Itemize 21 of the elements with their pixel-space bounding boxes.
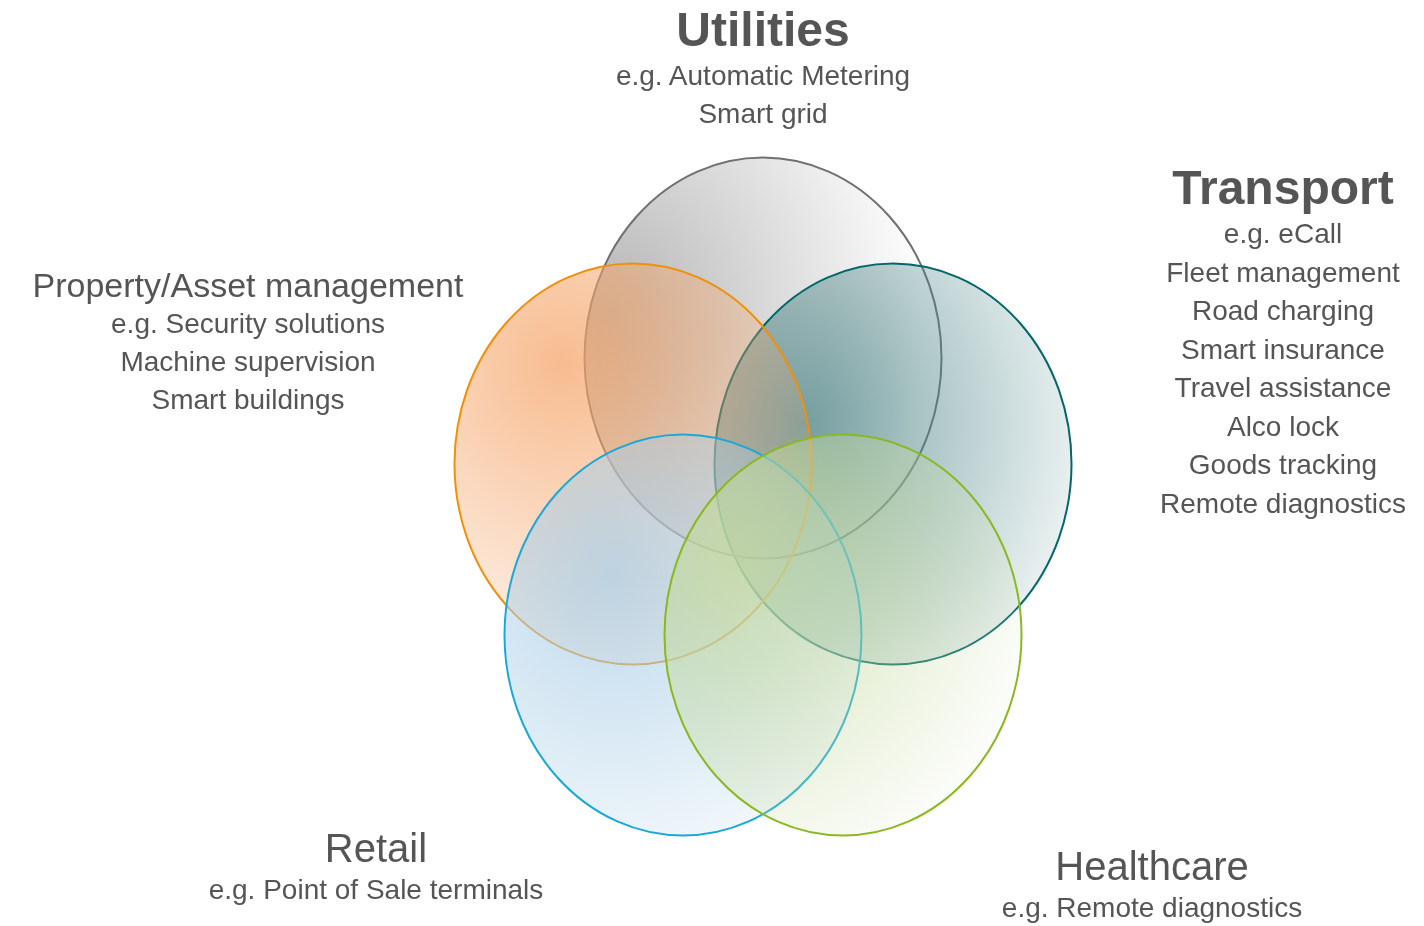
example-text: e.g. Remote diagnostics [1001, 894, 1303, 922]
category-heading: Healthcare [1055, 846, 1249, 886]
category-heading: Retail [324, 828, 428, 868]
example-text: Fleet management [1166, 258, 1400, 287]
example-text: Goods tracking [1188, 451, 1378, 479]
example-text: e.g. Security solutions [111, 310, 385, 338]
example-text: Machine supervision [120, 348, 376, 376]
example-text: Road charging [1191, 297, 1375, 325]
example-text: Alco lock [1227, 412, 1339, 441]
category-heading: Transport [1172, 164, 1394, 212]
venn-circle [663, 433, 1023, 837]
example-text: Travel assistance [1174, 374, 1392, 402]
example-text: e.g. Point of Sale terminals [208, 876, 544, 904]
category-heading: Property/Asset management [32, 268, 464, 302]
example-text: Smart buildings [151, 386, 345, 414]
example-text: e.g. eCall [1223, 220, 1343, 248]
example-text: Remote diagnostics [1160, 489, 1406, 518]
example-text: e.g. Automatic Metering [615, 62, 911, 90]
category-heading: Utilities [676, 6, 850, 54]
example-text: Smart insurance [1181, 335, 1385, 364]
example-text: Smart grid [698, 100, 828, 128]
